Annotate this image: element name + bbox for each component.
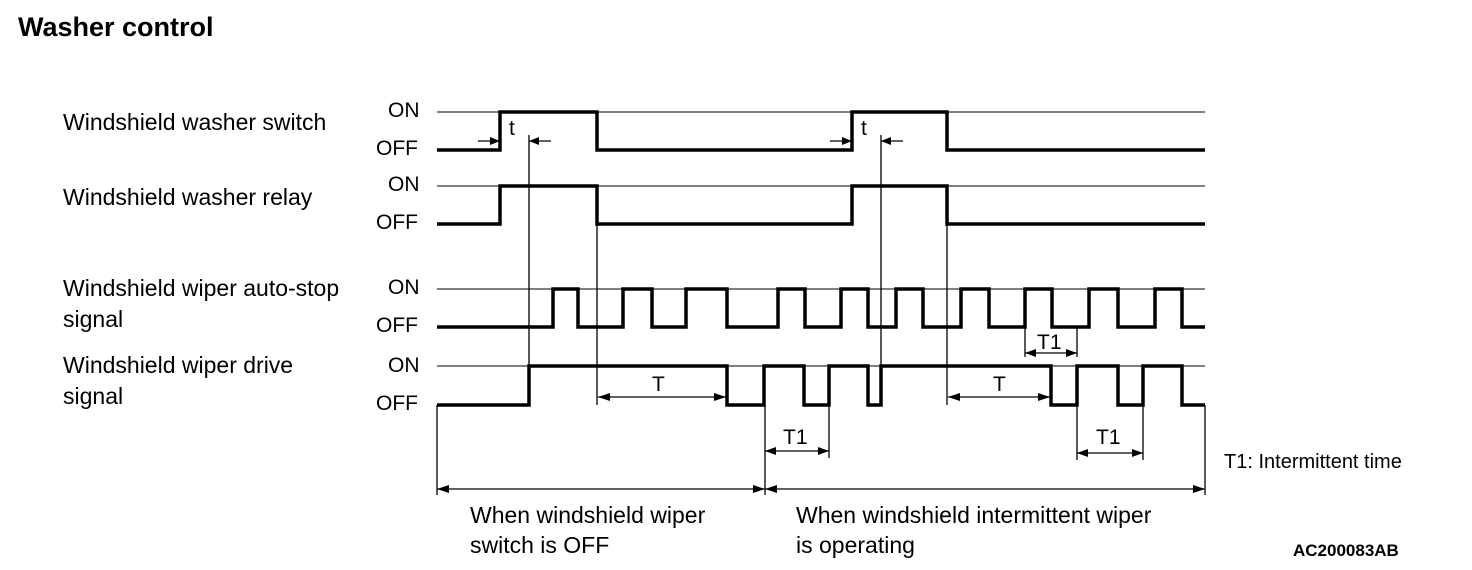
waveform-washer-switch: [437, 110, 1205, 152]
level-off-autostop: OFF: [376, 314, 418, 337]
T1-label-lower-first: T1: [783, 426, 808, 449]
T-label-first: T: [652, 373, 665, 396]
level-off-drive: OFF: [376, 392, 418, 415]
T1-marker-lower-first: [765, 447, 829, 455]
T1-label-lower-second: T1: [1096, 426, 1121, 449]
section-caption-second-line1: When windshield intermittent wiper: [796, 502, 1152, 528]
label-washer-switch: Windshield washer switch: [63, 109, 326, 135]
level-on-autostop: ON: [388, 276, 420, 299]
section-span-second: [765, 485, 1205, 493]
figure-code: AC200083AB: [1293, 541, 1399, 560]
section-caption-second-line2: is operating: [796, 532, 915, 558]
t-label-first: t: [509, 117, 515, 140]
label-drive-line1: Windshield wiper drive: [63, 352, 293, 378]
T1-label-upper: T1: [1037, 331, 1062, 354]
waveform-autostop: [437, 287, 1205, 329]
label-autostop-line2: signal: [63, 306, 123, 332]
diagram-title: Washer control: [18, 12, 214, 42]
t-marker-second: [830, 137, 903, 145]
t-marker-first: [478, 112, 551, 150]
level-on-drive: ON: [388, 354, 420, 377]
section-caption-first-line1: When windshield wiper: [470, 502, 706, 528]
t-label-second: t: [861, 117, 867, 140]
T-marker-first: [598, 393, 726, 401]
section-span-first: [437, 485, 765, 493]
waveform-drive: [437, 364, 1205, 407]
level-off-washer-switch: OFF: [376, 137, 418, 160]
T-marker-second: [948, 393, 1050, 401]
label-drive-line2: signal: [63, 383, 123, 409]
waveform-washer-relay: [437, 184, 1205, 226]
T1-marker-upper: [1025, 349, 1077, 357]
legend-t1: T1: Intermittent time: [1224, 451, 1402, 473]
T1-marker-lower-second: [1077, 449, 1143, 457]
label-autostop-line1: Windshield wiper auto-stop: [63, 275, 339, 301]
section-caption-first-line2: switch is OFF: [470, 532, 609, 558]
T-label-second: T: [993, 373, 1006, 396]
level-on-washer-switch: ON: [388, 99, 420, 122]
level-on-washer-relay: ON: [388, 173, 420, 196]
level-off-washer-relay: OFF: [376, 211, 418, 234]
label-washer-relay: Windshield washer relay: [63, 184, 313, 210]
